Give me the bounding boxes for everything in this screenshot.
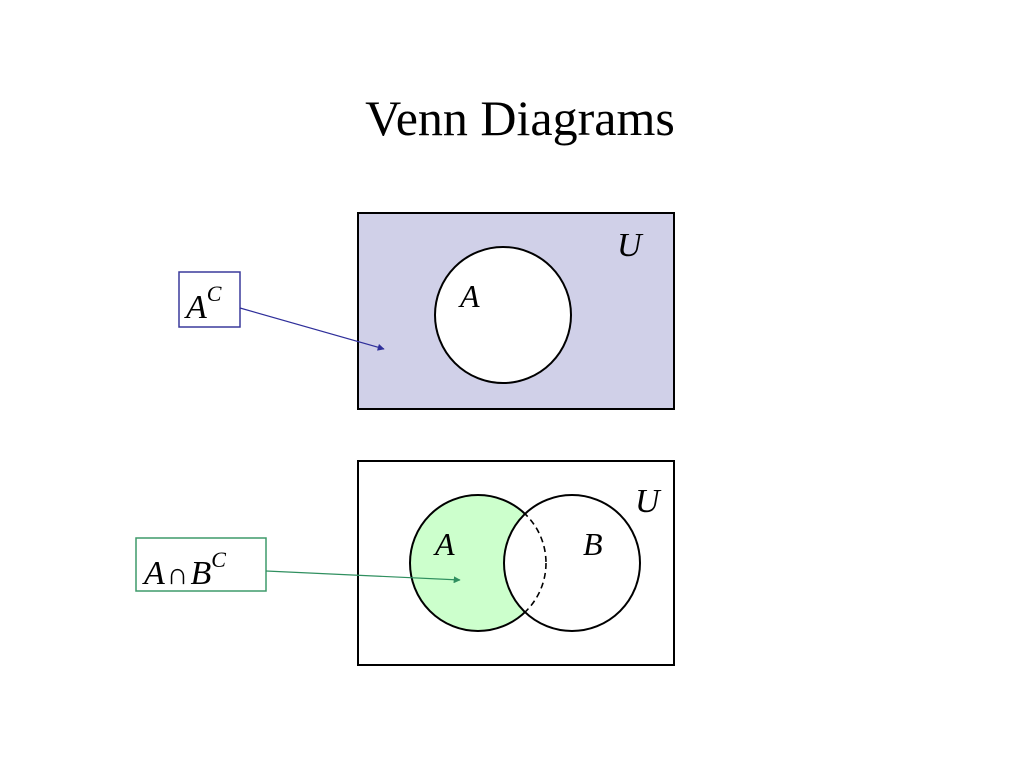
- callout-arrow: [265, 570, 461, 584]
- complement-diagram: U A AC: [178, 212, 675, 410]
- universe-label: U: [617, 227, 644, 264]
- callout-superscript: C: [207, 281, 222, 306]
- callout-intersect-symbol: ∩: [167, 558, 189, 591]
- set-a-circle: [434, 246, 572, 384]
- set-a-label: A: [458, 278, 480, 314]
- callout-box: [135, 537, 267, 592]
- set-a-hidden-arc-overlay: [504, 495, 547, 631]
- complement-callout: AC: [178, 271, 241, 328]
- callout-set-b: B: [190, 555, 211, 592]
- set-b-label: B: [583, 526, 603, 562]
- callout-label: AC: [184, 281, 222, 326]
- callout-base: A: [184, 289, 207, 326]
- callout-superscript: C: [211, 547, 226, 572]
- difference-callout: A∩BC: [135, 537, 267, 592]
- callout-label: A∩BC: [142, 547, 226, 592]
- set-b-circle: [503, 494, 641, 632]
- set-a-label: A: [433, 526, 455, 562]
- slide-title: Venn Diagrams: [365, 90, 675, 146]
- callout-box: [178, 271, 241, 328]
- callout-set-a: A: [142, 555, 165, 592]
- universe-label: U: [635, 483, 662, 520]
- difference-diagram: U A B A∩BC: [135, 460, 675, 666]
- callout-arrow: [239, 307, 385, 351]
